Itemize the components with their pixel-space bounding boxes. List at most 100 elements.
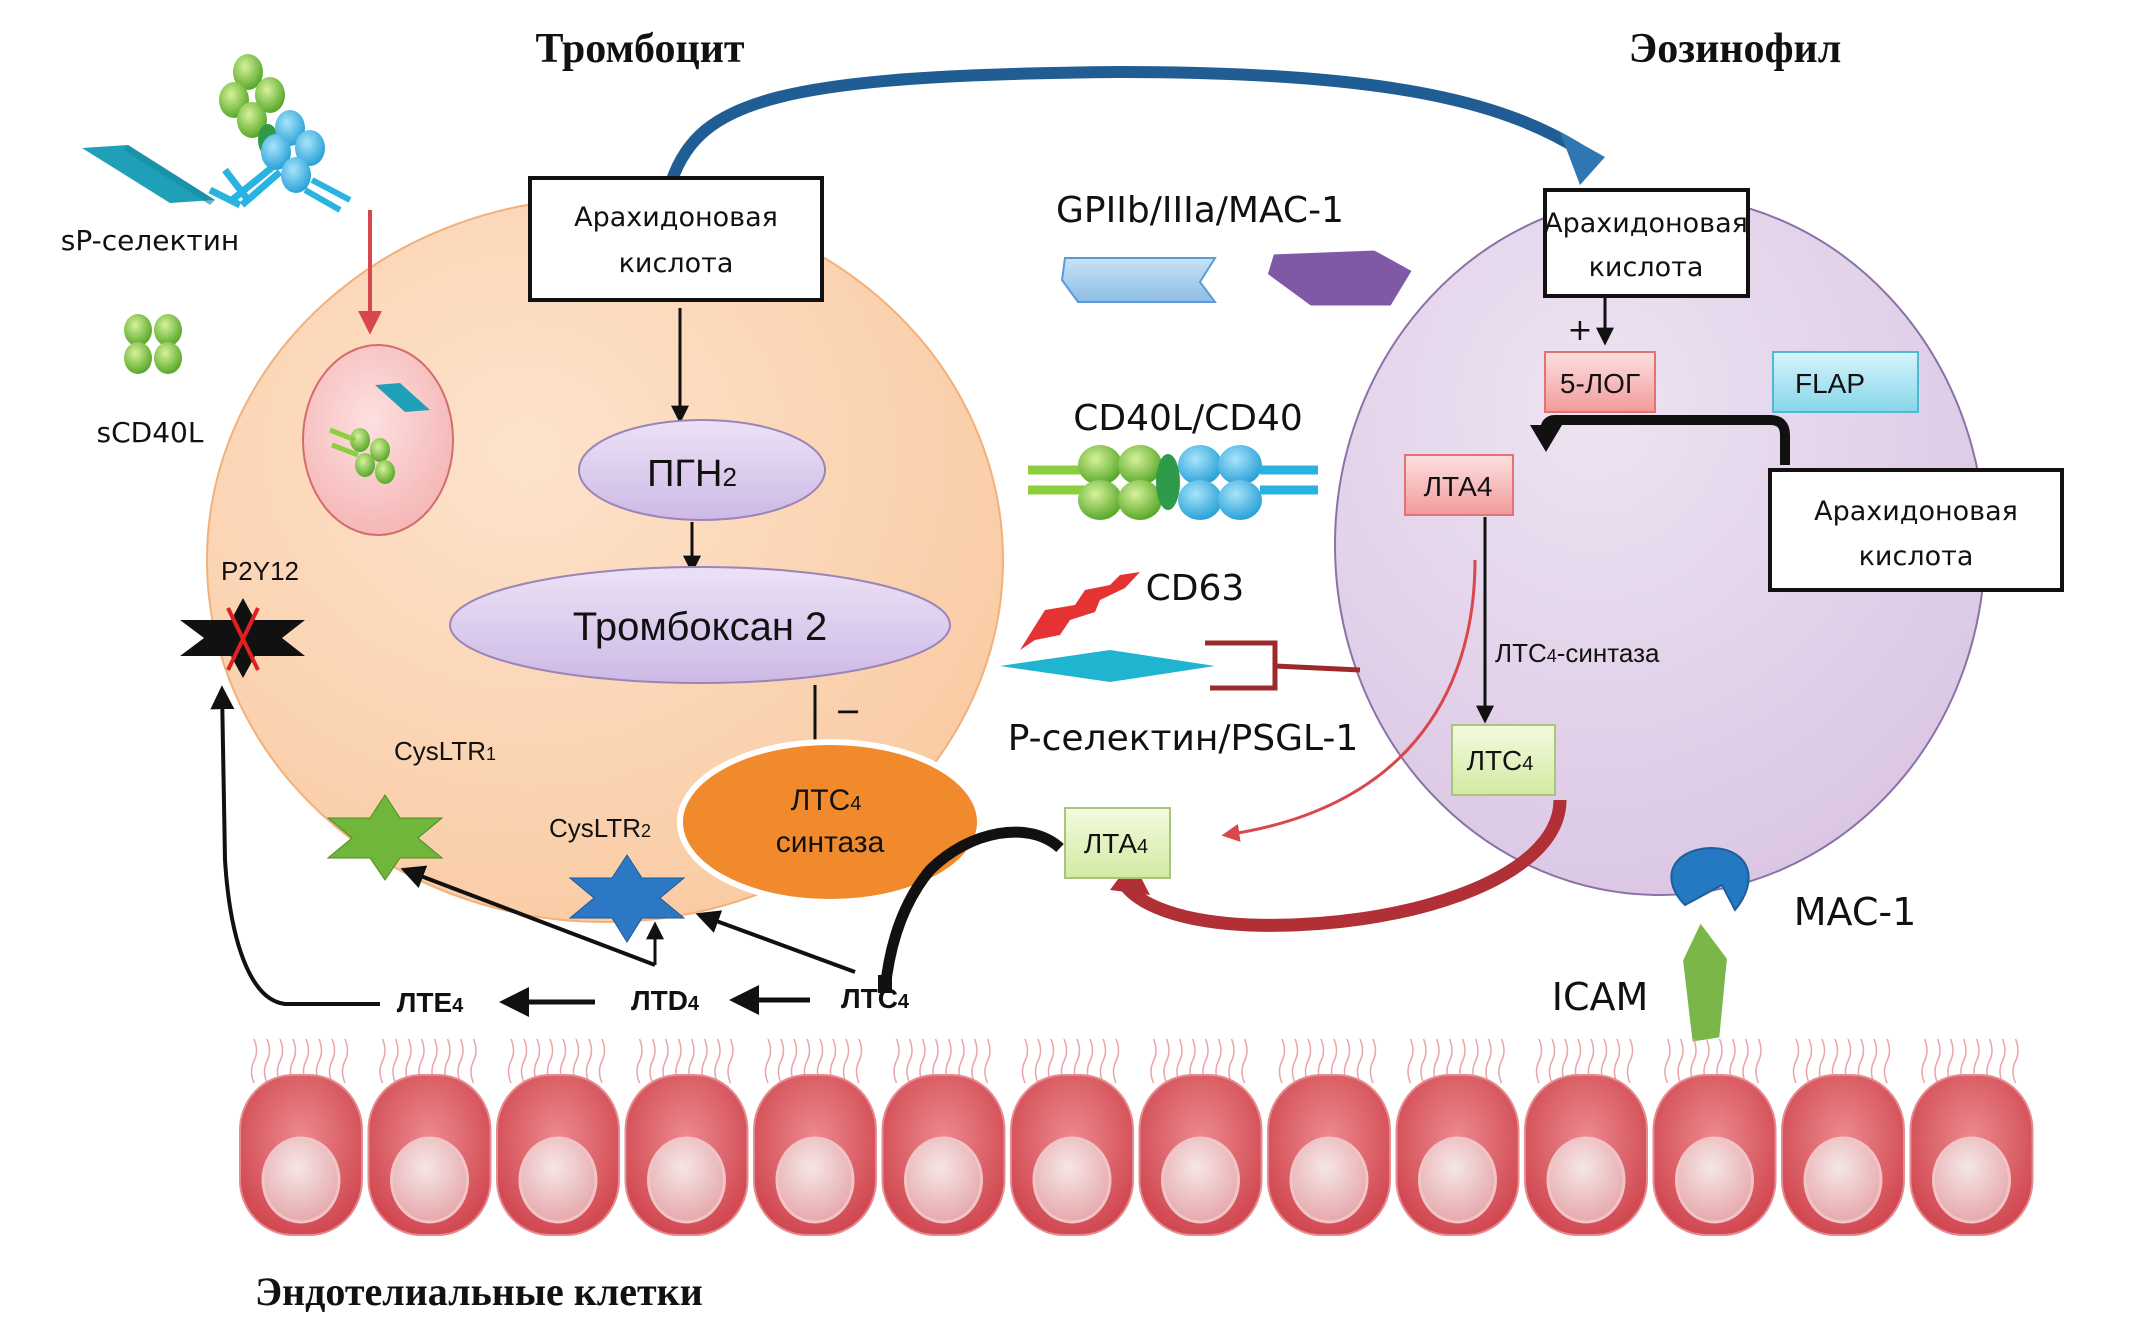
svg-text:синтаза: синтаза <box>776 826 885 859</box>
arachidonic-transfer-arrow <box>666 65 1586 186</box>
cilium <box>1934 1038 1941 1084</box>
lta4-export-arrow <box>1221 559 1477 842</box>
cilium <box>842 1038 850 1084</box>
cilium <box>1228 1038 1235 1084</box>
endothelial-nucleus <box>1418 1136 1497 1224</box>
cilium <box>1407 1038 1414 1084</box>
endothelial-cell <box>1652 1038 1777 1236</box>
cilium <box>1021 1038 1029 1084</box>
svg-text:5-ЛОГ: 5-ЛОГ <box>1560 368 1640 399</box>
mac1-receptor-icon <box>1670 846 1750 912</box>
cilium <box>1742 1038 1749 1084</box>
cilium <box>906 1038 913 1084</box>
svg-text:FLAP: FLAP <box>1795 368 1865 399</box>
cilium <box>714 1038 721 1084</box>
endothelium-title: Эндотелиальные клетки <box>255 1269 703 1314</box>
cilium <box>457 1038 464 1084</box>
membrane-cd40l-complex-icon <box>208 54 352 213</box>
svg-text:Тромбоксан 2: Тромбоксан 2 <box>573 605 828 649</box>
cilium <box>1241 1038 1248 1084</box>
cilium <box>984 1038 991 1084</box>
cilium <box>1613 1038 1621 1084</box>
svg-text:кислота: кислота <box>1859 541 1974 572</box>
activation-plus-sign: + <box>1567 313 1592 348</box>
cilium <box>520 1038 528 1084</box>
endothelial-cell <box>1395 1038 1520 1236</box>
inhibition-minus-sign: − <box>835 692 862 730</box>
endothelial-cell-layer <box>239 1038 2034 1236</box>
svg-text:ЛТС4: ЛТС4 <box>791 784 862 817</box>
platelet-title: Тромбоцит <box>535 26 744 72</box>
cilium <box>507 1038 515 1084</box>
cilium <box>470 1038 477 1084</box>
pgh2-subscript: 2 <box>722 462 736 492</box>
cilium <box>1792 1038 1800 1084</box>
arrow-lte4-to-p2y12 <box>210 685 380 1006</box>
ltc4-synthase-eos-label: ЛТС4-синтаза <box>1495 638 1660 668</box>
cilium <box>1369 1038 1377 1084</box>
endothelial-cell <box>1267 1038 1391 1236</box>
ltc4-feedback-arrow <box>1119 799 1567 932</box>
endothelial-nucleus <box>518 1136 598 1224</box>
gpiib-receptor-icon <box>1060 257 1217 303</box>
arrow-lta4-to-ltc4-extracellular <box>879 826 1064 991</box>
endothelial-nucleus <box>390 1136 469 1224</box>
arrow-ltd4-to-cysltr1 <box>400 865 656 967</box>
flap-box: FLAP <box>1772 351 1919 413</box>
ltc4-label: ЛТС4 <box>841 983 910 1014</box>
endothelial-cell <box>239 1038 363 1236</box>
cilium <box>392 1038 399 1084</box>
sp-selectin-icon <box>82 145 215 205</box>
cilium <box>971 1038 978 1084</box>
cilium <box>341 1038 349 1084</box>
icam-ligand-icon <box>1676 912 1734 1049</box>
p-selectin-label: P-селектин/PSGL-1 <box>1008 718 1359 759</box>
cilium <box>1921 1038 1928 1084</box>
eosinophil-title: Эозинофил <box>1629 26 1842 72</box>
cilium <box>2012 1038 2019 1084</box>
cilium <box>1755 1038 1762 1084</box>
cilium <box>855 1038 863 1084</box>
pgh2-label: ПГН <box>647 453 722 495</box>
cilium <box>1420 1038 1427 1084</box>
cd63-label: CD63 <box>1146 568 1245 609</box>
cysltr2-receptor-icon <box>568 854 686 943</box>
cilium <box>727 1038 734 1084</box>
cilium <box>1163 1038 1170 1084</box>
thromboxane-node: Тромбоксан 2 <box>449 566 951 684</box>
arrow-lta4-to-ltc4-end <box>878 975 892 993</box>
eosinophil-lta4-box: ЛТА4 <box>1404 454 1514 516</box>
endothelial-nucleus <box>1289 1136 1369 1224</box>
svg-text:Арахидоновая: Арахидоновая <box>1544 208 1748 239</box>
svg-text:Арахидоновая: Арахидоновая <box>1814 496 2018 527</box>
svg-text:кислота: кислота <box>1589 252 1704 283</box>
cilium <box>263 1038 271 1084</box>
cilium <box>250 1038 258 1084</box>
cilium <box>1150 1038 1157 1084</box>
endothelial-cell <box>1010 1038 1134 1236</box>
ltc4-synthase-platelet-node: ЛТС4 синтаза <box>677 739 983 905</box>
cysltr2-label: CysLTR2 <box>549 813 651 843</box>
eosinophil-ltc4-box: ЛТС4 <box>1451 724 1556 796</box>
mac1-label: MAC-1 <box>1794 890 1917 934</box>
svg-text:ПГН2: ПГН2 <box>647 453 737 495</box>
endothelial-nucleus <box>1932 1136 2011 1224</box>
cilium <box>636 1038 643 1084</box>
cysltr1-label: CysLTR1 <box>394 736 496 766</box>
extracellular-lta4-box: ЛТА4 <box>1064 807 1171 879</box>
cilium <box>1664 1038 1671 1084</box>
lte4-label: ЛТЕ4 <box>397 987 464 1018</box>
endothelial-nucleus <box>1161 1136 1240 1224</box>
cilium <box>764 1038 772 1084</box>
endothelial-cell <box>753 1038 877 1236</box>
cilium <box>1112 1038 1120 1084</box>
scd40l-label: sCD40L <box>97 416 204 449</box>
cilium <box>777 1038 785 1084</box>
cilium <box>585 1038 593 1084</box>
cilium <box>1999 1038 2006 1084</box>
endothelial-nucleus <box>1675 1136 1754 1224</box>
cilium <box>1278 1038 1286 1084</box>
gpiib-label: GPIIb/IIIa/MAC-1 <box>1056 190 1344 231</box>
svg-text:ЛТС4: ЛТС4 <box>1467 745 1534 776</box>
